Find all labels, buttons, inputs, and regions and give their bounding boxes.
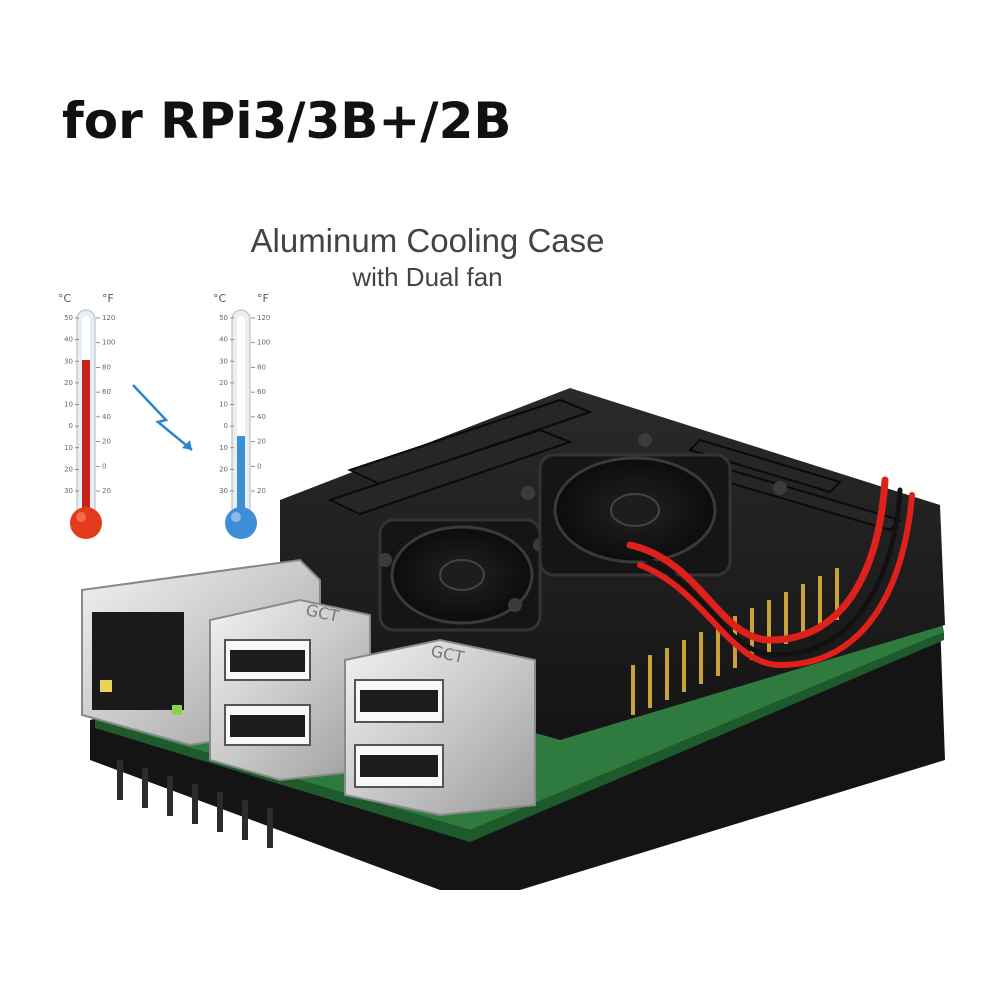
celsius-unit: °C	[58, 292, 72, 305]
thermometer-tick-label: 10	[64, 401, 73, 409]
product-title: Aluminum Cooling Case	[250, 222, 605, 259]
thermometer-tick-label: 0	[102, 462, 106, 470]
thermometer-tick-label: 80	[102, 363, 111, 371]
thermometer-tick-label: 20	[219, 465, 228, 473]
usb-port-group-left: GCT	[209, 598, 371, 782]
thermometer-tick-label: 30	[64, 357, 73, 365]
thermometer-tick-label: 20	[64, 379, 73, 387]
product-title-block: Aluminum Cooling Case with Dual fan	[205, 222, 650, 293]
thermometer-tick-label: 10	[219, 444, 228, 452]
usb-port-group-right: GCT	[344, 638, 536, 817]
thermometer-tick-label: 40	[219, 336, 228, 344]
thermometer-tick-label: 20	[102, 487, 111, 495]
thermometer-tick-label: 40	[102, 413, 111, 421]
headline: for RPi3/3B+/2B	[62, 92, 512, 150]
lightning-arrow-icon	[132, 384, 193, 451]
thermometer-tick-label: 80	[257, 363, 266, 371]
thermometer-tick-label: 120	[102, 314, 115, 322]
thermometer-tick-label: 10	[64, 444, 73, 452]
thermometer-tick-label: 30	[219, 487, 228, 495]
thermometer-tick-label: 30	[64, 487, 73, 495]
thermometer-tick-label: 10	[219, 401, 228, 409]
thermometer-tick-label: 120	[257, 314, 270, 322]
thermometer-tick-label: 100	[102, 339, 115, 347]
thermometer-tick-label: 0	[69, 422, 73, 430]
thermometer-tick-label: 60	[102, 388, 111, 396]
thermometer-tick-label: 50	[219, 314, 228, 322]
fan-wires	[626, 476, 915, 669]
thermometer-tick-label: 100	[257, 339, 270, 347]
thermometer-tick-label: 20	[102, 438, 111, 446]
thermometer-tick-label: 20	[219, 379, 228, 387]
thermometer-tick-label: 40	[64, 336, 73, 344]
thermometer-tick-label: 20	[64, 465, 73, 473]
cooling-fan-left	[378, 518, 547, 632]
cold-mercury	[237, 436, 245, 516]
hot-mercury	[82, 360, 90, 516]
thermometer-tick-label: 40	[257, 413, 266, 421]
thermometer-tick-label: 30	[219, 357, 228, 365]
thermometer-tick-label: 20	[257, 438, 266, 446]
celsius-unit: °C	[213, 292, 227, 305]
fahrenheit-unit: °F	[102, 292, 114, 305]
thermometer-tick-label: 20	[257, 487, 266, 495]
fahrenheit-unit: °F	[257, 292, 269, 305]
thermometer-tick-label: 50	[64, 314, 73, 322]
thermometer-tick-label: 60	[257, 388, 266, 396]
cooling-fan-right	[521, 433, 787, 577]
product-subtitle: with Dual fan	[352, 262, 503, 292]
thermometer-tick-label: 0	[257, 462, 261, 470]
thermometer-tick-label: 0	[224, 422, 228, 430]
